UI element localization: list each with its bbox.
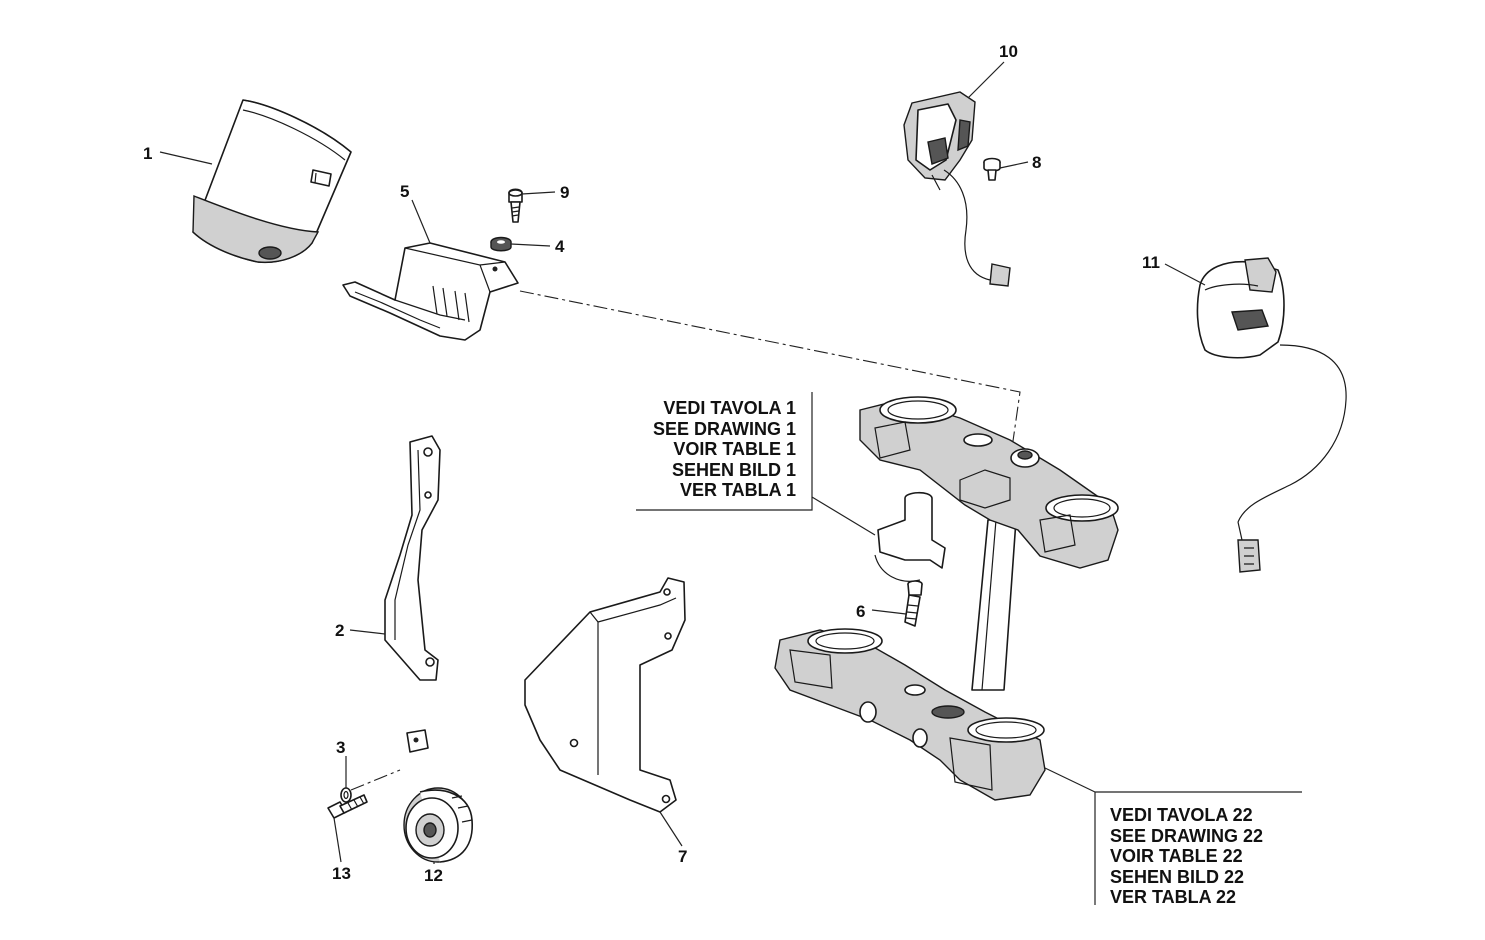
callout-10: 10	[999, 42, 1018, 61]
callout-1: 1	[143, 144, 152, 163]
leader-2	[349, 629, 386, 635]
ref-22-line-es: VER TABLA 22	[1110, 887, 1237, 907]
leader-lines	[159, 61, 1302, 905]
part-6-bolt	[904, 580, 923, 627]
bottom-yoke-assembly	[774, 628, 1046, 801]
callout-3: 3	[336, 738, 345, 757]
callout-8: 8	[1032, 153, 1041, 172]
leader-7	[659, 811, 683, 847]
part-4-grommet	[490, 236, 512, 252]
leader-11	[1164, 263, 1206, 286]
leader-1	[159, 151, 213, 165]
callout-9: 9	[560, 183, 569, 202]
ref-22-line-de: SEHEN BILD 22	[1110, 866, 1245, 887]
callout-7: 7	[678, 847, 687, 866]
leader-9	[521, 191, 556, 195]
part-1-instrument-cluster	[192, 99, 352, 264]
callout-5: 5	[400, 182, 409, 201]
callout-12: 12	[424, 866, 443, 885]
part-9-screw	[508, 188, 523, 223]
leader-6	[871, 609, 907, 615]
callout-4: 4	[555, 237, 565, 256]
ref-1-line-en: SEE DRAWING 1	[652, 418, 796, 439]
callout-13: 13	[332, 864, 351, 883]
leader-ref-22	[1044, 767, 1302, 905]
leader-10	[967, 61, 1005, 99]
leader-ref-1	[636, 392, 876, 536]
callout-labels: 1 2 3 4 5 6 7 8 9 10 11 12 13	[143, 42, 1160, 885]
leader-5	[411, 199, 431, 244]
part-7-plate	[524, 577, 686, 813]
ref-22-line-it: VEDI TAVOLA 22	[1110, 805, 1253, 825]
part-3-washer	[340, 769, 401, 803]
callout-6: 6	[856, 602, 865, 621]
ref-22-line-fr: VOIR TABLE 22	[1110, 846, 1243, 866]
leader-4	[510, 243, 551, 247]
part-8-screw	[983, 157, 1001, 181]
part-2-bracket	[384, 435, 441, 681]
top-yoke-assembly	[859, 396, 1119, 691]
ref-1-line-it: VEDI TAVOLA 1	[663, 398, 796, 418]
part-13-bolt	[327, 794, 368, 819]
alignment-dashed-line	[519, 290, 1021, 449]
part-5-bracket	[342, 242, 519, 341]
ref-1-line-es: VER TABLA 1	[679, 480, 796, 500]
ref-1-line-fr: VOIR TABLE 1	[673, 439, 796, 459]
leader-8	[999, 161, 1029, 169]
callout-11: 11	[1142, 253, 1160, 272]
ref-1-line-de: SEHEN BILD 1	[671, 459, 796, 480]
part-10-left-switch	[903, 91, 1011, 287]
part-12-horn	[403, 729, 473, 863]
leader-13	[333, 817, 342, 863]
reference-drawing-22: VEDI TAVOLA 22 SEE DRAWING 22 VOIR TABLE…	[1110, 805, 1310, 908]
part-11-right-switch	[1196, 257, 1347, 573]
ref-22-line-en: SEE DRAWING 22	[1110, 825, 1264, 846]
reference-drawing-1: VEDI TAVOLA 1 SEE DRAWING 1 VOIR TABLE 1…	[600, 398, 796, 501]
callout-2: 2	[335, 621, 344, 640]
